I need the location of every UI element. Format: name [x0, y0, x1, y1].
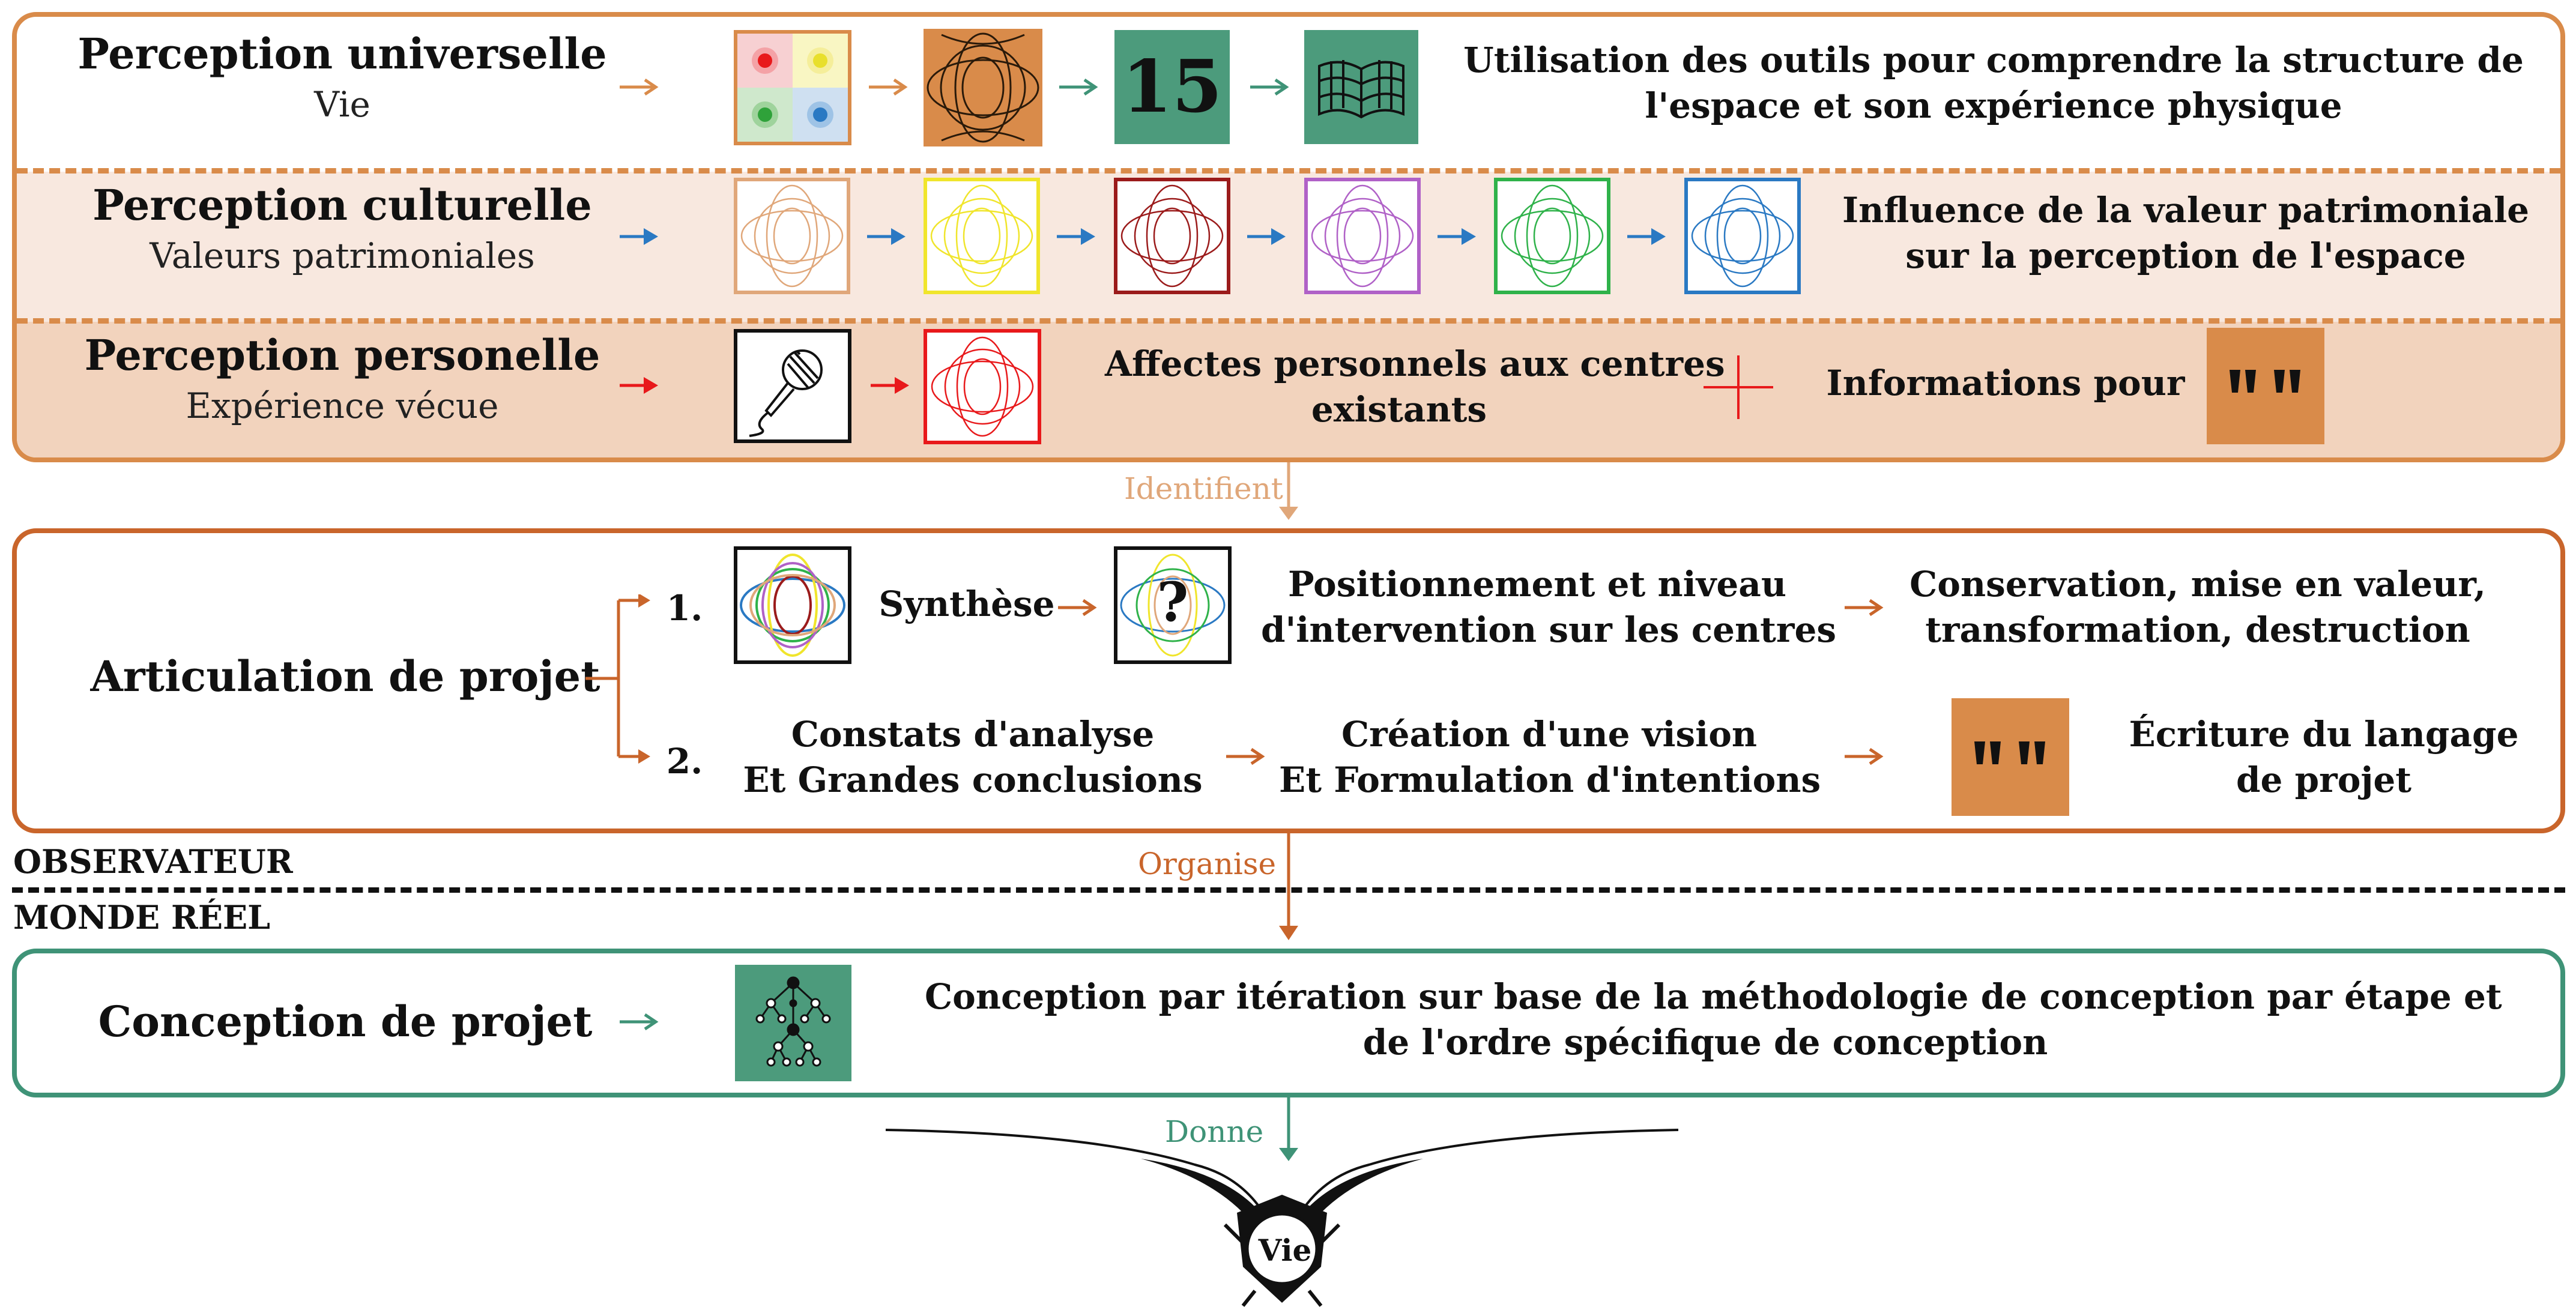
- conservation-text: Conservation, mise en valeur, transforma…: [1909, 564, 2486, 650]
- design-title: Conception de projet: [98, 997, 593, 1046]
- observer-label: OBSERVATEUR: [13, 842, 293, 881]
- cultural-band: [17, 172, 2560, 322]
- cultural-centers-icon: [734, 178, 850, 294]
- vie-ornament: [885, 1129, 1679, 1307]
- language-text: Écriture du langage de projet: [2129, 714, 2519, 800]
- personal-info: Informations pour: [1826, 363, 2185, 403]
- arrow-icon: [1059, 78, 1098, 96]
- arrow-icon: [1438, 228, 1476, 245]
- arrow-icon: [1627, 228, 1666, 245]
- vie-label: Vie: [1258, 1233, 1312, 1268]
- cultural-desc: Influence de la valeur patrimoniale sur …: [1842, 190, 2529, 276]
- personal-affect: Affectes personnels aux centres existant…: [1105, 343, 1725, 430]
- universal-subtitle: Vie: [314, 84, 370, 125]
- arrow-icon: [869, 78, 908, 96]
- number-15-icon: 15: [1114, 30, 1230, 144]
- down-arrow-icon: [1279, 1097, 1298, 1161]
- universal-desc: Utilisation des outils pour comprendre l…: [1463, 40, 2524, 126]
- real-world-label: MONDE RÉEL: [13, 898, 271, 937]
- arrow-icon: [1058, 599, 1097, 617]
- arrow-icon: [620, 1013, 659, 1031]
- down-arrow-icon: [1279, 462, 1298, 520]
- cultural-subtitle: Valeurs patrimoniales: [150, 235, 535, 276]
- personal-band: [17, 322, 2560, 457]
- analysis-text: Constats d'analyse Et Grandes conclusion…: [743, 714, 1203, 800]
- language-quote-icon: [2207, 328, 2324, 444]
- arrow-icon: [867, 228, 906, 245]
- band-divider: [17, 168, 2560, 174]
- cultural-title: Perception culturelle: [92, 180, 592, 230]
- observer-divider: [12, 887, 2565, 893]
- plus-icon: [1704, 355, 1773, 419]
- cultural-centers-icon: [1114, 178, 1230, 294]
- tree-network-icon: [735, 965, 851, 1081]
- synthesis-centers-icon: [734, 546, 851, 664]
- orange-centers-icon: [924, 29, 1042, 146]
- arrow-icon: [1226, 747, 1265, 765]
- arrow-icon: [620, 377, 658, 394]
- microphone-icon: [734, 329, 851, 443]
- connector-label: Identifient: [1124, 471, 1283, 506]
- band-divider: [17, 318, 2560, 324]
- connector-label: Donne: [1165, 1114, 1264, 1149]
- book-grid-icon: [1304, 30, 1418, 144]
- row2-number: 2.: [666, 741, 703, 782]
- arrow-icon: [620, 78, 659, 96]
- cultural-centers-icon: [1304, 178, 1421, 294]
- arrow-icon: [871, 377, 909, 394]
- design-panel: [12, 949, 2565, 1097]
- synthesis-label: Synthèse: [878, 584, 1055, 624]
- articulation-panel: [12, 528, 2565, 833]
- positioning-text: Positionnement et niveau d'intervention …: [1261, 564, 1837, 650]
- question-centers-icon: ?: [1114, 546, 1232, 664]
- arrow-icon: [620, 228, 658, 245]
- design-desc: Conception par itération sur base de la …: [925, 976, 2502, 1063]
- branch-connector: [585, 594, 650, 764]
- arrow-icon: [1250, 78, 1289, 96]
- row1-number: 1.: [666, 588, 703, 629]
- cultural-centers-icon: [1684, 178, 1801, 294]
- articulation-title: Articulation de projet: [90, 651, 600, 701]
- red-centers-icon: [924, 329, 1041, 444]
- arrow-icon: [1845, 747, 1884, 765]
- cultural-centers-icon: [924, 178, 1040, 294]
- language-quote-icon: [1952, 698, 2069, 816]
- down-arrow-icon: [1279, 833, 1298, 940]
- personal-subtitle: Expérience vécue: [186, 385, 499, 426]
- arrow-icon: [1247, 228, 1286, 245]
- vision-text: Création d'une vision Et Formulation d'i…: [1279, 714, 1821, 800]
- color-grid-icon: [734, 30, 851, 145]
- universal-title: Perception universelle: [77, 29, 607, 79]
- arrow-icon: [1057, 228, 1095, 245]
- svg-text:?: ?: [1157, 570, 1189, 634]
- personal-title: Perception personelle: [84, 330, 600, 380]
- arrow-icon: [1845, 599, 1884, 617]
- cultural-centers-icon: [1494, 178, 1610, 294]
- connector-label: Organise: [1138, 847, 1277, 881]
